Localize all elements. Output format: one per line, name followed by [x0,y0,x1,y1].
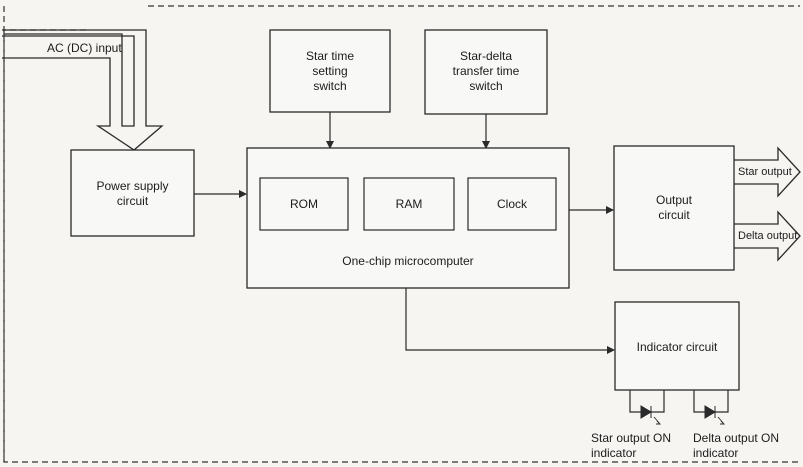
delta-led-emission-icon [717,416,726,425]
clock-box [467,177,557,231]
indicator-circuit-box [614,301,740,391]
star-output-label: Star output [738,166,792,178]
star-on-indicator-label: Star output ON indicator [591,431,672,460]
ram-label: RAM [395,197,423,211]
delta-output-label: Delta output [738,230,798,242]
delta-output-arrow [734,210,801,262]
star-time-switch-box [269,29,391,113]
star-led-icon [640,405,652,419]
ac-input-arrow [2,33,135,127]
output-circuit-box [613,145,735,271]
indicator-circuit-label: Indicator circuit [636,340,718,354]
output-circuit-label: Output circuit [655,193,693,222]
delta-led-icon [704,405,716,419]
microcomputer-label: One-chip microcomputer [342,254,474,268]
power-supply-label: Power supply circuit [96,179,169,208]
clock-label: Clock [496,197,527,211]
rom-box [259,177,349,231]
delta-led-wire [693,390,729,413]
star-time-switch-label: Star time setting switch [305,49,354,93]
rom-label: ROM [290,197,318,211]
ram-box [363,177,455,231]
star-led-emission-icon [653,416,662,425]
delta-on-indicator-label: Delta output ON indicator [693,431,780,460]
ac-input-label: AC (DC) input [47,41,122,55]
star-led-wire [629,390,665,413]
micro-to-indicator-arrow [405,288,615,354]
star-delta-switch-label: Star-delta transfer time switch [452,49,520,93]
star-output-arrow [734,146,801,198]
power-supply-box [70,149,195,237]
